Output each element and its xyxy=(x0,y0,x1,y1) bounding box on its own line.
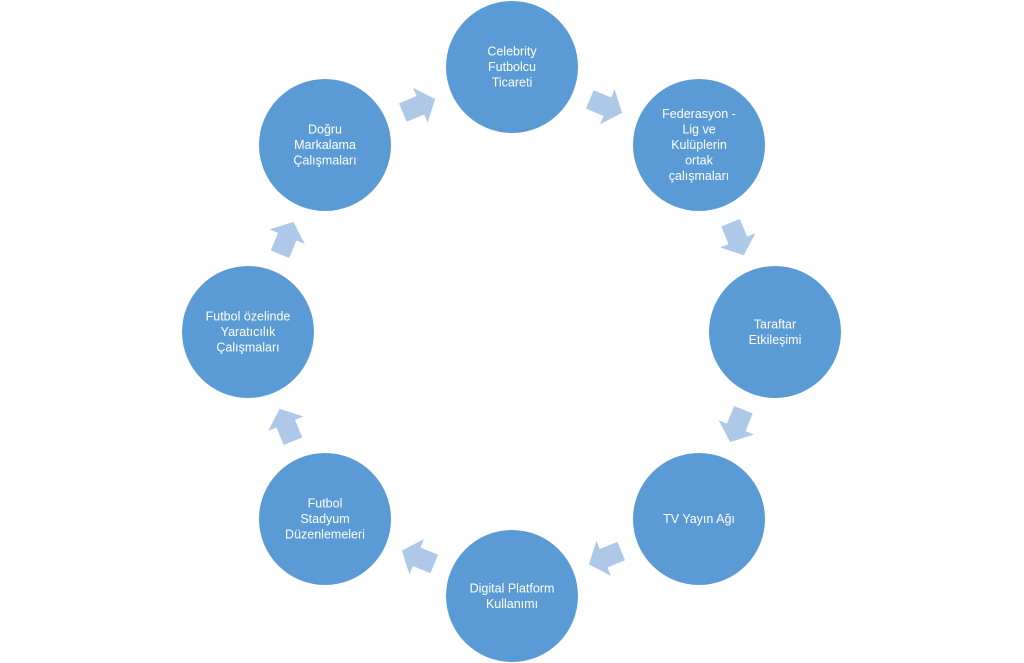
node-label-line: Futbolcu xyxy=(488,60,536,74)
cycle-arrow xyxy=(268,408,304,446)
node-label-line: Celebrity xyxy=(487,45,537,59)
node-label-line: çalışmaları xyxy=(669,169,729,183)
node-circle xyxy=(182,266,314,398)
cycle-node: TV Yayın Ağı xyxy=(633,453,765,585)
node-circle xyxy=(633,453,765,585)
node-label-line: Kullanımı xyxy=(486,597,538,611)
node-circle xyxy=(446,530,578,662)
node-label-line: Ticareti xyxy=(492,76,533,90)
node-label-line: Markalama xyxy=(294,138,356,152)
node-label-line: Futbol özelinde xyxy=(206,310,291,324)
cycle-arrow xyxy=(401,539,439,575)
node-label-line: Taraftar xyxy=(754,317,796,331)
cycle-arrow xyxy=(720,218,756,256)
node-label-line: Federasyon - xyxy=(662,107,736,121)
cycle-arrow xyxy=(398,87,436,123)
node-label-line: Stadyum xyxy=(300,512,349,526)
node-label-line: Kulüplerin xyxy=(671,138,727,152)
node-label-line: Çalışmaları xyxy=(293,154,356,168)
node-label-line: Digital Platform xyxy=(470,581,555,595)
node-circle xyxy=(446,1,578,133)
node-label-line: Futbol xyxy=(308,497,343,511)
node-label-line: Yaratıcılık xyxy=(221,325,276,339)
cycle-arrow xyxy=(585,89,623,125)
node-label-line: Doğru xyxy=(308,123,342,137)
node-circle xyxy=(259,453,391,585)
node-label-line: TV Yayın Ağı xyxy=(663,512,735,526)
node-circle xyxy=(633,79,765,211)
node-label-line: Çalışmaları xyxy=(216,341,279,355)
cycle-arrow xyxy=(718,405,754,443)
node-label-line: Etkileşimi xyxy=(749,333,802,347)
node-label-line: Lig ve xyxy=(682,123,715,137)
arrows-layer xyxy=(268,87,756,576)
cycle-arrow xyxy=(269,221,305,259)
node-label-line: ortak xyxy=(685,154,714,168)
node-circle xyxy=(259,79,391,211)
node-label-line: Düzenlemeleri xyxy=(285,528,365,542)
cycle-arrow xyxy=(588,540,626,576)
node-circle xyxy=(709,266,841,398)
